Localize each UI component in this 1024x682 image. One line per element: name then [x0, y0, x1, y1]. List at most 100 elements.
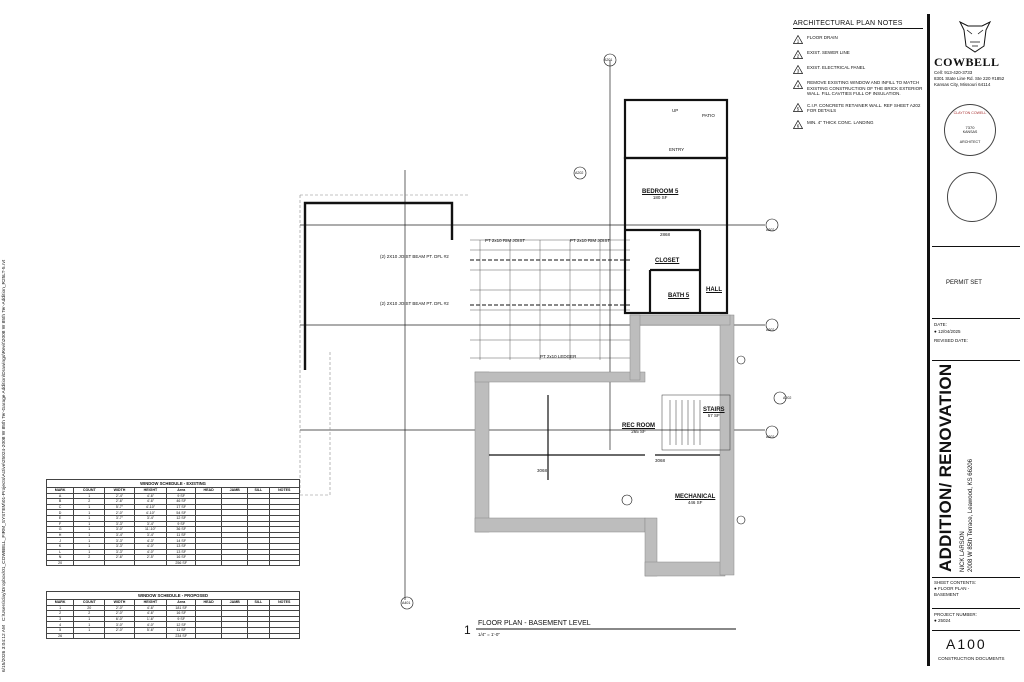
- ledger-label: PT 2x10 LEDGER: [540, 354, 577, 359]
- room-name: MECHANICAL: [675, 494, 716, 500]
- room-rec: REC ROOM 265 SF: [622, 423, 655, 435]
- room-name: REC ROOM: [622, 423, 655, 429]
- client-name: NICK LARSON: [960, 531, 966, 572]
- section-tag: A202: [766, 228, 775, 232]
- project-number-label: PROJECT NUMBER:: [934, 612, 977, 617]
- architect-seal: CLAYTON COWELL 7370 KANSAS ARCHITECT: [944, 104, 996, 156]
- joist-beam-label-2: (2) 2X10 JOIST BEAM PT. DFL #2: [380, 301, 449, 306]
- sheet-contents-label: SHEET CONTENTS:: [934, 580, 977, 585]
- table-cell: [73, 632, 106, 640]
- existing-walls: [303, 201, 454, 370]
- cowbell-logo-icon: [958, 20, 992, 53]
- entry-label: ENTRY: [669, 147, 685, 152]
- note-item: 4 REMOVE EXISTING WINDOW AND INFILL TO MA…: [793, 80, 923, 97]
- note-item: 5 C.I.P. CONCRETE RETAINER WALL. REF SHEE…: [793, 102, 923, 114]
- divider: [932, 630, 1020, 631]
- sheet-contents-text: FLOOR PLAN - BASEMENT: [934, 586, 970, 597]
- room-stairs: STAIRS 57 SF: [703, 407, 725, 419]
- note-triangle-icon: 1: [793, 35, 803, 44]
- schedule-header: WIDTH: [104, 487, 135, 494]
- divider: [932, 360, 1020, 361]
- patio-label: PATIO: [702, 113, 715, 118]
- firm-name: COWBELL: [934, 55, 1000, 69]
- table-cell: [104, 632, 135, 640]
- table-cell: A: [45, 492, 75, 500]
- sheet-type: CONSTRUCTION DOCUMENTS: [938, 656, 1005, 661]
- room-area: 446 SF: [687, 500, 703, 505]
- joist-beams: [470, 259, 630, 306]
- table-cell: [221, 632, 249, 640]
- schedule-title: WINDOW SCHEDULE - EXISTING: [46, 479, 300, 487]
- note-text: REMOVE EXISTING WINDOW AND INFILL TO MAT…: [807, 80, 923, 96]
- table-cell: [268, 498, 301, 505]
- room-mechanical: MECHANICAL 446 SF: [675, 494, 715, 506]
- sheet-contents-value: ● FLOOR PLAN - BASEMENT: [934, 586, 970, 597]
- joist-framing: [470, 239, 630, 360]
- divider: [932, 577, 1020, 578]
- notes-title: ARCHITECTURAL PLAN NOTES: [793, 20, 923, 29]
- table-cell: [195, 559, 223, 567]
- firm-address-1: 8301 State Line Rd. Ste 220 #1852: [934, 76, 1005, 81]
- note-text: C.I.P. CONCRETE RETAINER WALL. REF SHEET…: [807, 102, 921, 114]
- svg-text:5: 5: [797, 106, 800, 111]
- door-label-1: 2868: [660, 232, 671, 237]
- room-hall: HALL: [706, 287, 722, 293]
- plan-title: FLOOR PLAN - BASEMENT LEVEL: [478, 620, 591, 627]
- project-number-text: 25024: [937, 618, 951, 623]
- table-cell: 20: [45, 559, 75, 567]
- note-triangle-icon: 4: [793, 80, 803, 89]
- table-cell: [221, 559, 249, 567]
- project-title: ADDITION/ RENOVATION: [936, 363, 955, 572]
- project-title-area: ADDITION/ RENOVATION NICK LARSON 2008 W …: [932, 364, 1018, 576]
- room-area: 180 SF: [652, 195, 668, 200]
- room-area: 265 SF: [631, 429, 646, 434]
- title-block-border: [927, 14, 930, 666]
- rim-joist-label-2: PT 2x10 RIM JOIST: [570, 238, 611, 243]
- table-cell: 2'-4": [104, 492, 135, 500]
- table-cell: [73, 559, 106, 567]
- project-address: 2008 W 85th Terrace, Leawood, KS 66206: [968, 459, 974, 572]
- table-cell: [268, 503, 301, 511]
- concrete-walls: [474, 314, 735, 577]
- note-text: EXIST. SEWER LINE: [807, 50, 850, 55]
- seal-role: ARCHITECT: [959, 139, 981, 144]
- note-triangle-icon: 2: [793, 50, 803, 59]
- date-value: ● 12/04/2025: [934, 329, 961, 334]
- title-block: COWBELL Cell: 913-420-3733 8301 State Li…: [930, 14, 1020, 666]
- date-text: 12/04/2025: [937, 329, 961, 334]
- seal-number: 7370: [965, 124, 975, 130]
- table-cell: [268, 632, 301, 640]
- svg-text:1: 1: [797, 39, 800, 44]
- note-triangle-icon: 5: [793, 102, 803, 112]
- door-label-3: 3068: [655, 458, 666, 463]
- table-cell: [133, 632, 168, 640]
- room-name: STAIRS: [703, 407, 725, 413]
- table-cell: [247, 559, 270, 567]
- table-cell: [133, 559, 168, 567]
- table-cell: [104, 559, 135, 567]
- interior-walls: [489, 395, 720, 480]
- divider: [932, 246, 1020, 247]
- section-tag: A202: [766, 328, 775, 332]
- sheet-number: A100: [946, 636, 987, 652]
- project-number-value: ● 25024: [934, 618, 951, 623]
- floor-plan-drawing: [299, 53, 787, 630]
- schedule-header: NOTES: [268, 487, 301, 494]
- table-cell: B: [45, 498, 75, 505]
- section-tag: A202: [766, 435, 775, 439]
- existing-footprint: [299, 194, 470, 496]
- table-cell: C: [45, 503, 75, 511]
- table-cell: 234 SF: [166, 632, 197, 640]
- room-bedroom: BEDROOM 5 180 SF: [642, 189, 678, 201]
- room-bath: BATH 5: [668, 293, 690, 299]
- section-tag: A401: [402, 601, 411, 605]
